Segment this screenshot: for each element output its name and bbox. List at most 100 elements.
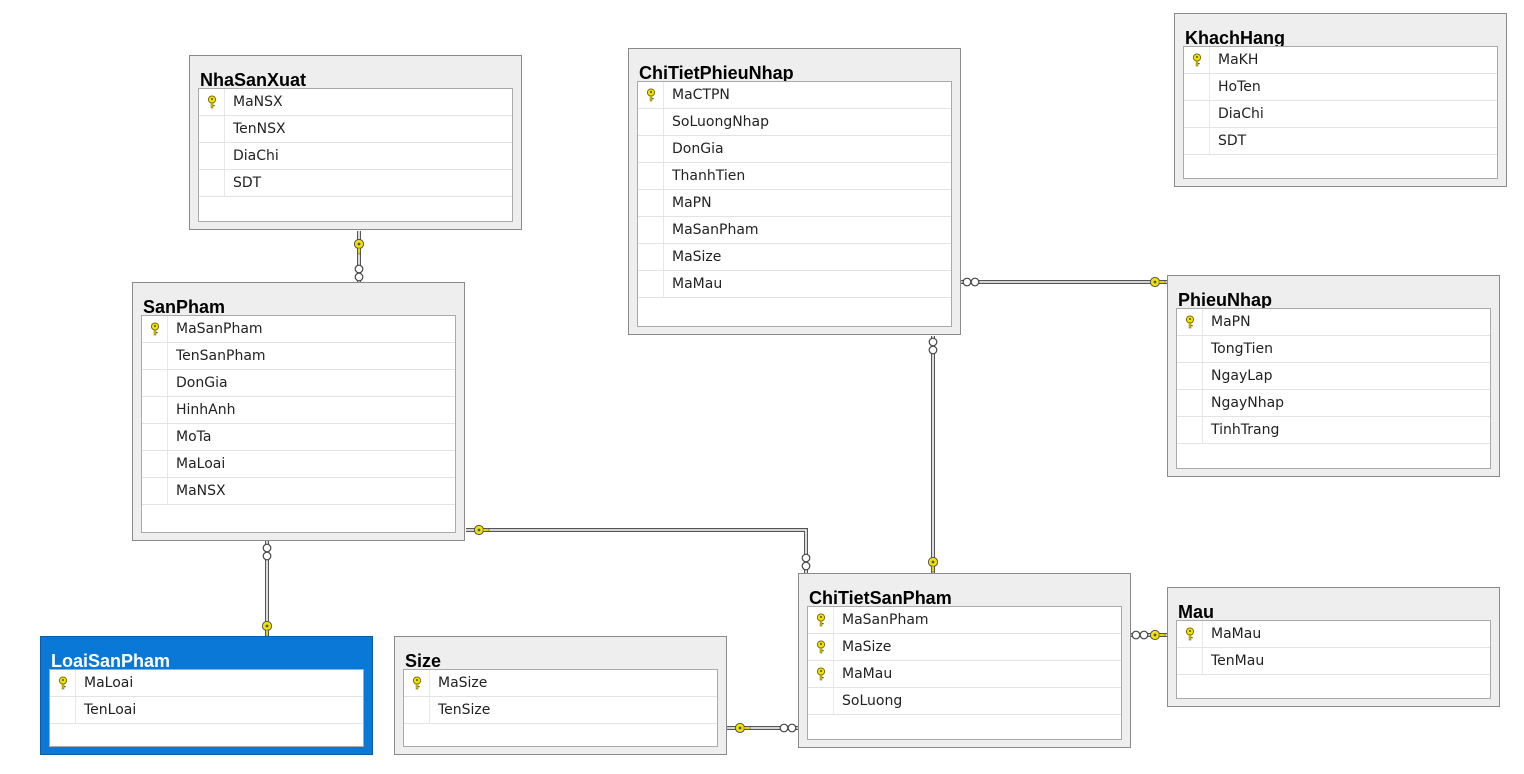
column-row[interactable]: MaSanPham — [808, 607, 1121, 634]
column-row[interactable]: TongTien — [1177, 336, 1490, 363]
column-row[interactable]: MaKH — [1184, 47, 1497, 74]
column-row[interactable]: MaMau — [638, 271, 951, 298]
row-selector[interactable] — [1184, 128, 1210, 154]
column-row[interactable]: MaPN — [638, 190, 951, 217]
column-name: NgayNhap — [1211, 395, 1285, 411]
column-row[interactable]: MaNSX — [199, 89, 512, 116]
row-selector[interactable] — [199, 143, 225, 169]
relationship-chitietsanpham-size — [727, 722, 798, 734]
row-selector[interactable] — [142, 397, 168, 423]
primary-key-icon — [1191, 53, 1203, 67]
column-row[interactable]: MaSanPham — [638, 217, 951, 244]
column-row[interactable]: HoTen — [1184, 74, 1497, 101]
many-end-infinity-icon — [779, 723, 797, 733]
row-selector[interactable] — [1184, 47, 1210, 73]
column-row[interactable]: MaSize — [404, 670, 717, 697]
row-selector[interactable] — [50, 670, 76, 696]
row-selector[interactable] — [1184, 101, 1210, 127]
column-row[interactable]: MaNSX — [142, 478, 455, 505]
column-row[interactable]: MaCTPN — [638, 82, 951, 109]
table-title: Mau — [1178, 602, 1214, 622]
column-row[interactable]: TenMau — [1177, 648, 1490, 675]
column-row[interactable]: HinhAnh — [142, 397, 455, 424]
row-selector[interactable] — [142, 316, 168, 342]
column-row[interactable]: MaLoai — [50, 670, 363, 697]
row-selector[interactable] — [638, 163, 664, 189]
row-selector[interactable] — [404, 697, 430, 723]
column-row[interactable]: MaLoai — [142, 451, 455, 478]
column-name: TenMau — [1211, 653, 1265, 669]
column-row[interactable]: SoLuong — [808, 688, 1121, 715]
row-selector[interactable] — [1177, 336, 1203, 362]
row-selector[interactable] — [142, 478, 168, 504]
column-row[interactable]: NgayLap — [1177, 363, 1490, 390]
row-selector[interactable] — [638, 244, 664, 270]
column-row[interactable]: TenNSX — [199, 116, 512, 143]
primary-key-icon — [645, 88, 657, 102]
column-row[interactable]: SoLuongNhap — [638, 109, 951, 136]
column-row[interactable]: MaSize — [638, 244, 951, 271]
row-selector[interactable] — [638, 109, 664, 135]
primary-key-icon — [411, 676, 423, 690]
column-row[interactable]: TinhTrang — [1177, 417, 1490, 444]
row-selector[interactable] — [50, 697, 76, 723]
column-row[interactable]: MaSize — [808, 634, 1121, 661]
row-selector[interactable] — [638, 190, 664, 216]
row-selector[interactable] — [199, 170, 225, 196]
column-name: TongTien — [1211, 341, 1273, 357]
row-selector[interactable] — [1177, 648, 1203, 674]
row-selector[interactable] — [638, 136, 664, 162]
column-row[interactable]: MaPN — [1177, 309, 1490, 336]
column-row[interactable]: DonGia — [638, 136, 951, 163]
column-row[interactable]: TenLoai — [50, 697, 363, 724]
row-selector[interactable] — [808, 607, 834, 633]
row-selector[interactable] — [638, 217, 664, 243]
column-row[interactable]: DonGia — [142, 370, 455, 397]
column-row[interactable]: MaMau — [808, 661, 1121, 688]
row-selector[interactable] — [404, 670, 430, 696]
column-row[interactable]: ThanhTien — [638, 163, 951, 190]
column-row[interactable]: MoTa — [142, 424, 455, 451]
row-selector[interactable] — [638, 82, 664, 108]
column-row[interactable]: SDT — [199, 170, 512, 197]
row-selector[interactable] — [808, 661, 834, 687]
row-selector[interactable] — [808, 688, 834, 714]
column-row[interactable]: DiaChi — [1184, 101, 1497, 128]
row-selector[interactable] — [638, 271, 664, 297]
column-row[interactable]: DiaChi — [199, 143, 512, 170]
column-row[interactable]: MaMau — [1177, 621, 1490, 648]
row-selector[interactable] — [1177, 390, 1203, 416]
row-selector[interactable] — [1177, 621, 1203, 647]
one-end-key-icon — [734, 722, 751, 734]
row-selector[interactable] — [142, 451, 168, 477]
row-selector[interactable] — [142, 343, 168, 369]
row-selector[interactable] — [808, 634, 834, 660]
many-end-infinity-icon — [262, 543, 272, 561]
row-selector[interactable] — [199, 89, 225, 115]
row-selector[interactable] — [199, 116, 225, 142]
column-name: SoLuongNhap — [672, 114, 770, 130]
column-row[interactable]: MaSanPham — [142, 316, 455, 343]
column-row[interactable]: TenSize — [404, 697, 717, 724]
column-row[interactable]: SDT — [1184, 128, 1497, 155]
column-row[interactable]: NgayNhap — [1177, 390, 1490, 417]
row-selector[interactable] — [1177, 309, 1203, 335]
row-selector[interactable] — [142, 424, 168, 450]
row-selector[interactable] — [1184, 74, 1210, 100]
column-name: MaSanPham — [672, 222, 759, 238]
row-selector[interactable] — [142, 370, 168, 396]
column-row[interactable]: TenSanPham — [142, 343, 455, 370]
row-selector[interactable] — [1177, 417, 1203, 443]
row-selector[interactable] — [1177, 363, 1203, 389]
